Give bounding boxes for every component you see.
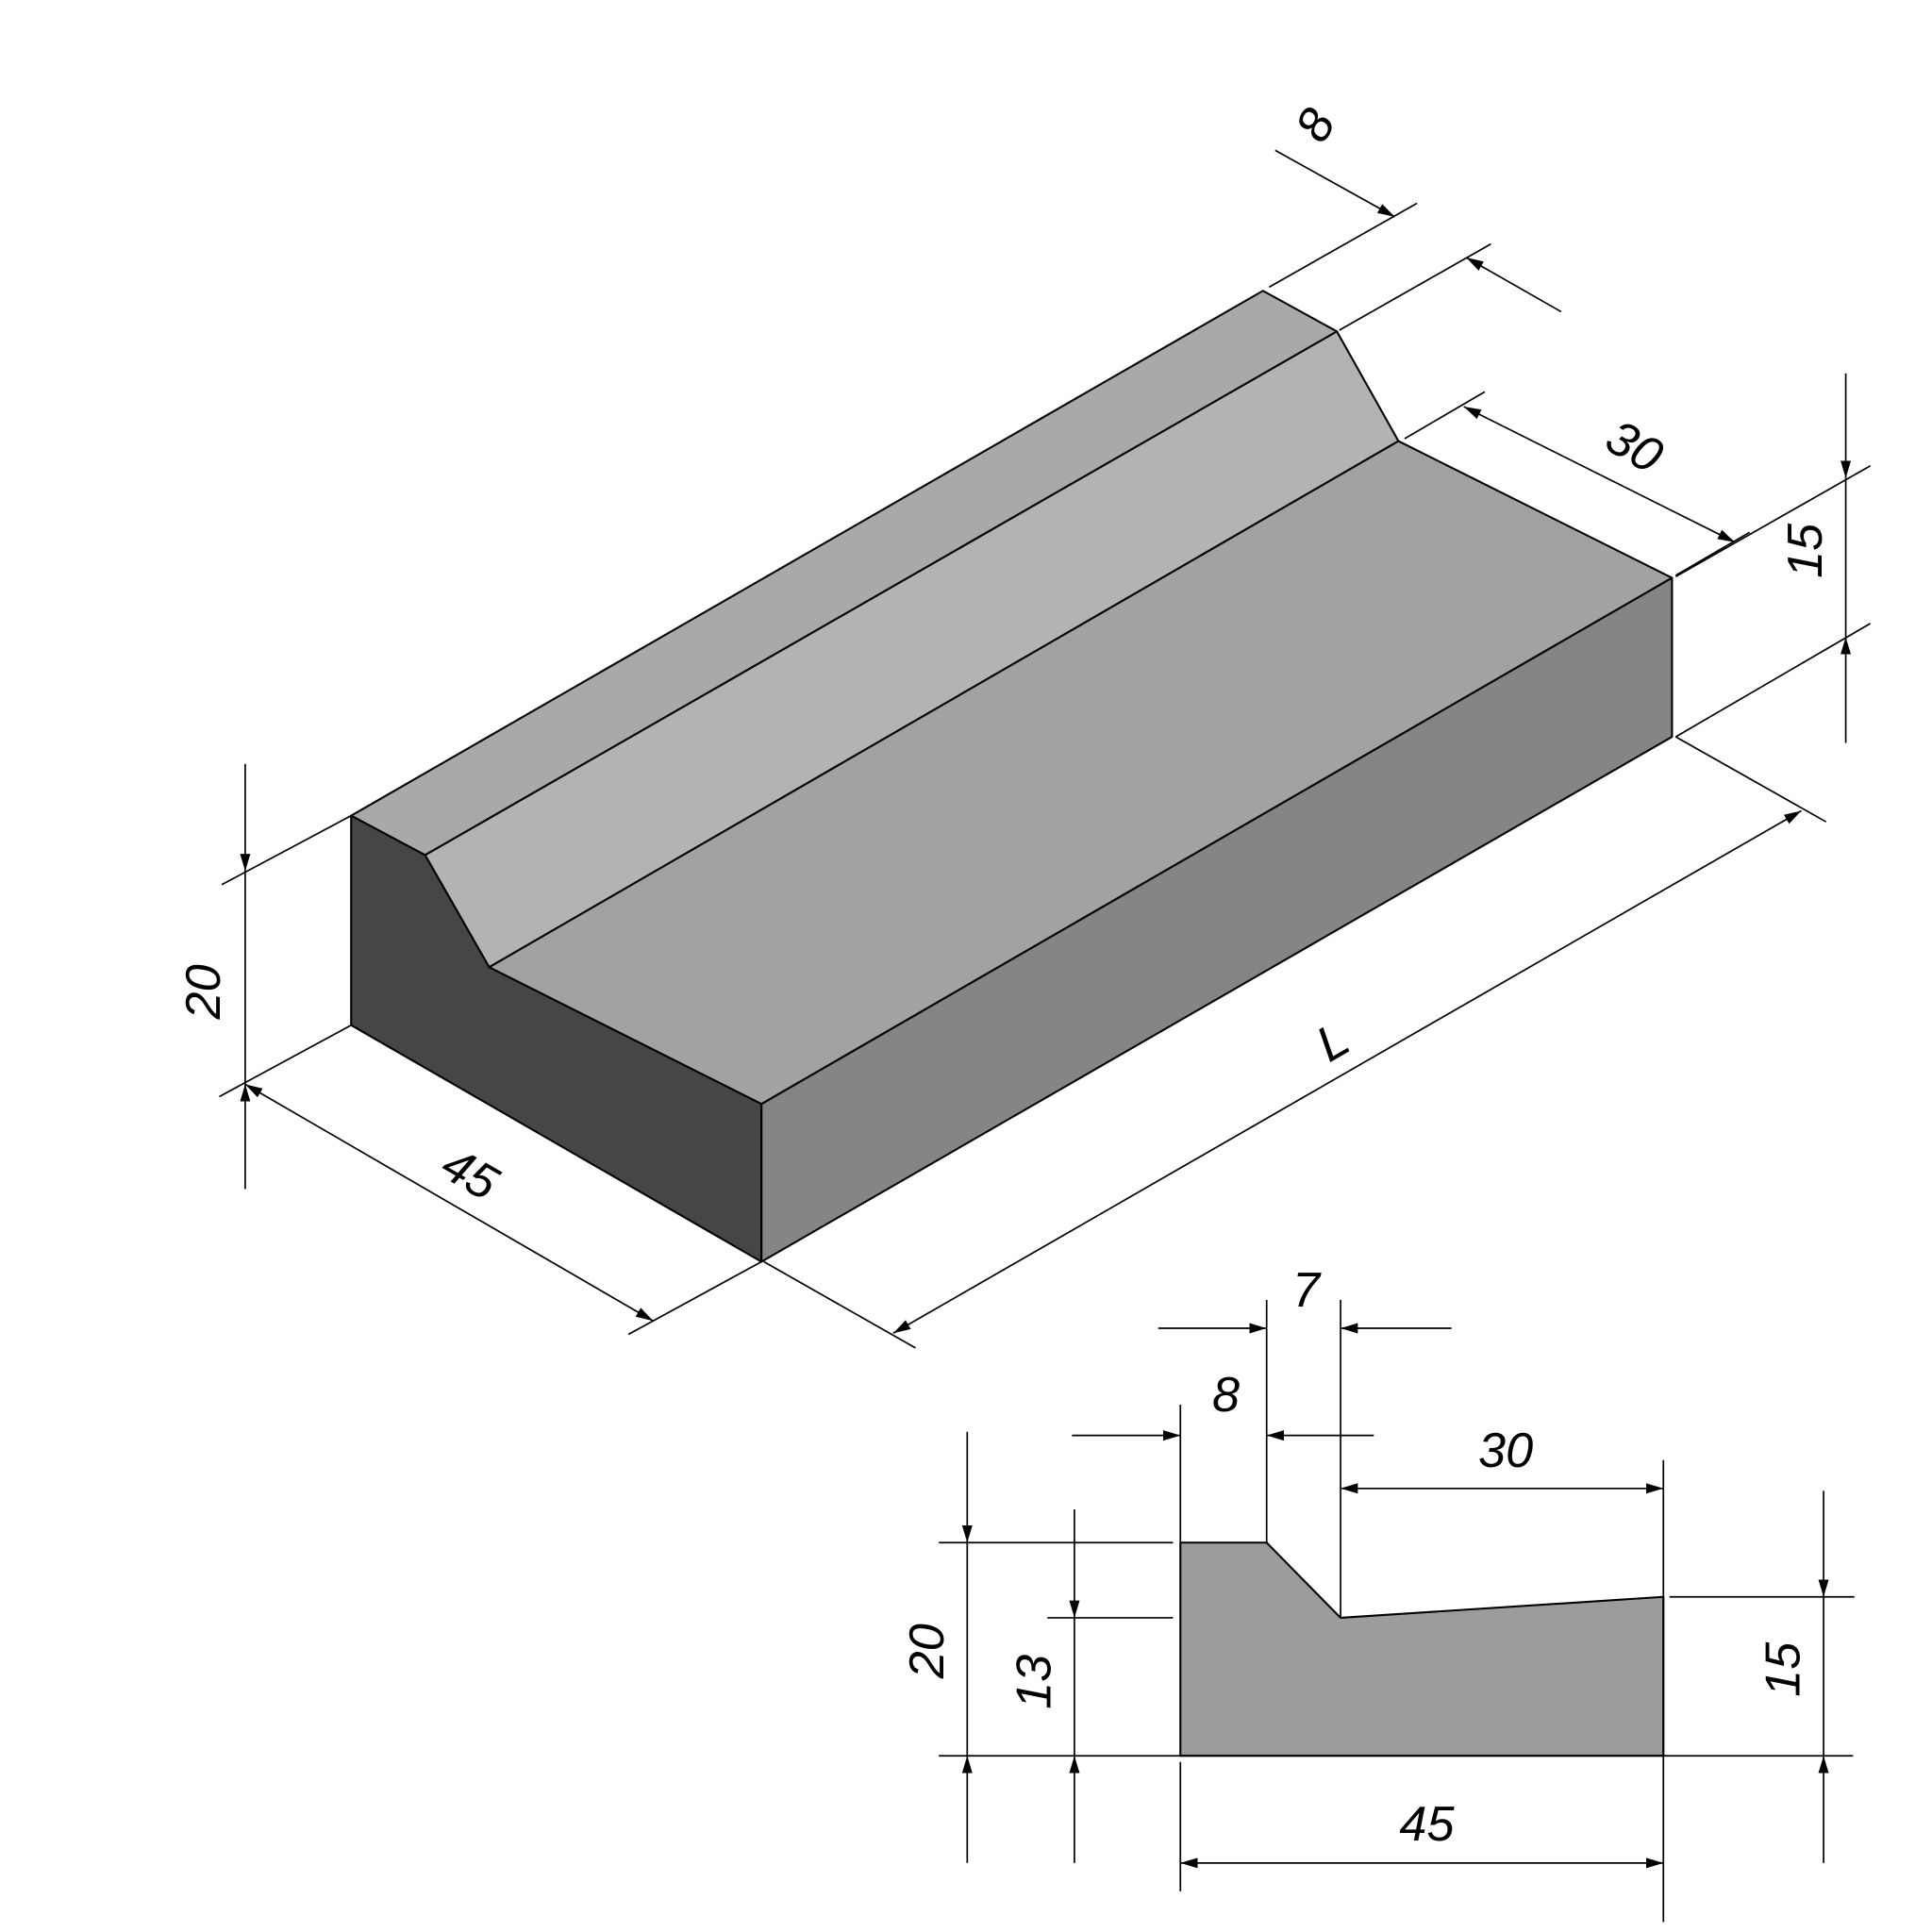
dim-label: 8 xyxy=(1285,100,1346,151)
isometric-view: 8 30 15 20 xyxy=(176,100,1872,1349)
dimension-end-height: 20 xyxy=(176,763,352,1190)
dim-label: L xyxy=(1307,1011,1358,1073)
dim-label: 45 xyxy=(432,1137,508,1212)
dimension-side-height: 15 xyxy=(1674,373,1872,743)
dimension-ridge-width: 8 xyxy=(1072,1368,1374,1543)
dim-label: 8 xyxy=(1212,1368,1240,1423)
dimension-total-width: 45 xyxy=(1179,1761,1664,1891)
dim-label: 13 xyxy=(1008,1655,1062,1709)
dimension-top-width: 30 xyxy=(1341,1424,1665,1923)
dimension-ridge-width: 8 xyxy=(1268,100,1562,331)
dim-label: 15 xyxy=(1778,523,1833,578)
section-profile xyxy=(1179,1541,1665,1757)
dim-label: 20 xyxy=(176,964,231,1020)
dim-label: 20 xyxy=(900,1624,955,1679)
dim-label: 30 xyxy=(1478,1424,1533,1478)
dimension-slope-width: 7 xyxy=(1158,1263,1452,1618)
dimension-side-height: 15 xyxy=(1669,1491,1855,1863)
dimension-total-height: 20 xyxy=(900,1431,1854,1863)
dim-label: 7 xyxy=(1292,1263,1322,1318)
dimension-step-height: 13 xyxy=(1008,1508,1174,1863)
dim-label: 45 xyxy=(1399,1797,1455,1852)
dim-label: 15 xyxy=(1757,1641,1811,1697)
cross-section-view: 7 8 30 20 13 xyxy=(900,1263,1855,1923)
dim-label: 30 xyxy=(1597,409,1672,484)
